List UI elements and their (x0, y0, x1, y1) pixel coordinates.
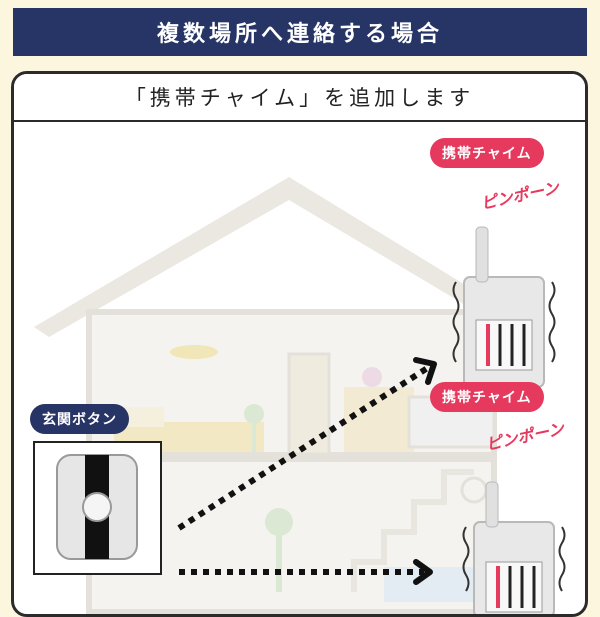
label-chime-bottom: 携帯チャイム (430, 382, 544, 412)
doorbell-button-box (33, 441, 162, 575)
chime-device-bottom (462, 481, 566, 614)
chime-device-top (452, 226, 556, 388)
header-banner: 複数場所へ連絡する場合 (13, 8, 587, 56)
doorbell-button-icon (56, 454, 138, 560)
subtitle: 「携帯チャイム」を追加します (14, 74, 585, 122)
label-button: 玄関ボタン (30, 404, 129, 434)
header-title: 複数場所へ連絡する場合 (156, 22, 443, 47)
label-chime-top: 携帯チャイム (430, 138, 544, 168)
